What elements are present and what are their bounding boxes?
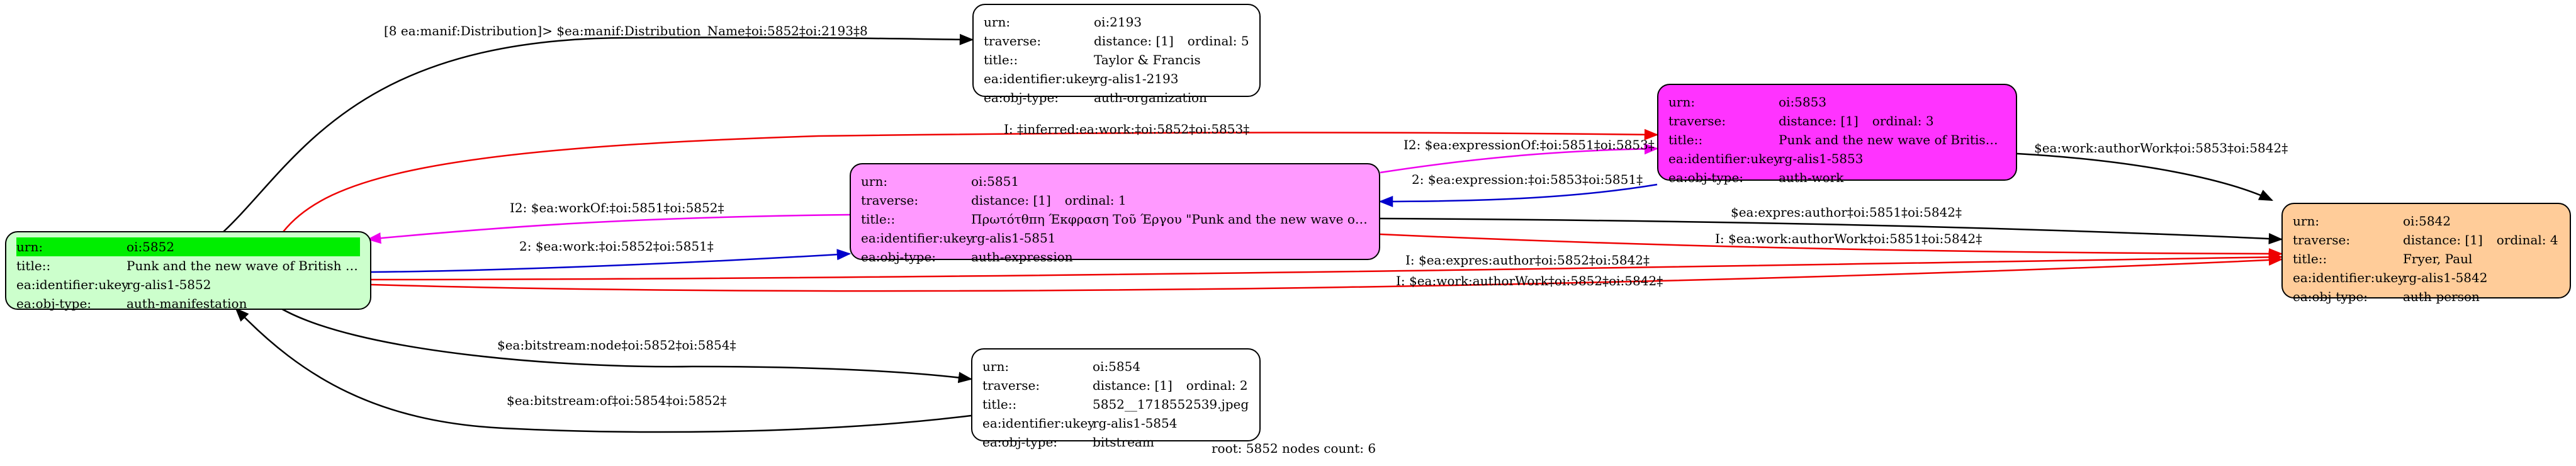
- edge-label-e8: $ea:expres:author‡oi:5851‡oi:5842‡: [1731, 205, 1962, 220]
- traverse-row: traverse:distance: [1]ordinal: 1: [861, 193, 1127, 208]
- edge-e4: [1378, 183, 1658, 207]
- type-row: ea:obj-type:auth-organization: [984, 90, 1207, 105]
- edge-label-e4: 2: $ea:expression:‡oi:5853‡oi:5851‡: [1412, 172, 1643, 187]
- edge-e2: [283, 128, 1659, 232]
- urn-row: urn:oi:2193: [984, 14, 1142, 30]
- edge-e8: [1380, 217, 2283, 245]
- node-oi-5854[interactable]: urn:oi:5854 traverse:distance: [1]ordina…: [971, 348, 1261, 450]
- title-row: title::Punk and the new wave of British …: [1668, 132, 2006, 147]
- type-row: ea:obj-type:bitstream: [982, 435, 1154, 450]
- edge-label-e1: [8 ea:manif:Distribution]> $ea:manif:Dis…: [384, 23, 868, 38]
- node-oi-5853[interactable]: urn:oi:5853 traverse:distance: [1]ordina…: [1657, 84, 2017, 185]
- edge-e3: [1380, 143, 1659, 174]
- title-row: title::5852__1718552539.jpeg: [982, 397, 1249, 412]
- graph-footer: root: 5852 nodes count: 6: [1212, 441, 1376, 456]
- node-oi-5851[interactable]: urn:oi:5851 traverse:distance: [1]ordina…: [850, 163, 1380, 264]
- type-row: ea:obj-type:auth-work: [1668, 170, 1844, 185]
- edge-e6: [366, 213, 850, 244]
- edge-e12: [276, 305, 973, 384]
- node-oi-5842[interactable]: urn:oi:5842 traverse:distance: [1]ordina…: [2281, 203, 2571, 304]
- title-row: title::Fryer, Paul: [2293, 251, 2473, 266]
- edge-label-e13: $ea:bitstream:of‡oi:5854‡oi:5852‡: [507, 393, 726, 408]
- urn-row: urn:oi:5852: [16, 237, 360, 256]
- type-row: ea:obj-type:auth-person: [2293, 289, 2480, 304]
- edge-label-e12: $ea:bitstream:node‡oi:5852‡oi:5854‡: [497, 338, 736, 353]
- edge-label-e5: $ea:work:authorWork‡oi:5853‡oi:5842‡: [2034, 140, 2288, 156]
- urn-row: urn:oi:5854: [982, 359, 1141, 374]
- edge-label-e3: I2: $ea:expressionOf:‡oi:5851‡oi:5853‡: [1403, 137, 1655, 152]
- edge-e1: [223, 33, 974, 232]
- traverse-row: traverse:distance: [1]ordinal: 4: [2293, 232, 2558, 247]
- edge-label-e10: I: $ea:expres:author‡oi:5852‡oi:5842‡: [1405, 253, 1650, 268]
- edge-label-e11: I: $ea:work:authorWork‡oi:5852‡oi:5842‡: [1396, 273, 1663, 288]
- urn-row: urn:oi:5851: [861, 174, 1020, 189]
- edge-label-e7: 2: $ea:work:‡oi:5852‡oi:5851‡: [519, 239, 714, 254]
- edge-e10: [371, 251, 2283, 281]
- edge-label-e2: I: ‡inferred:ea:work:‡oi:5852‡oi:5853‡: [1004, 122, 1249, 137]
- type-row: ea:obj-type:auth-manifestation: [16, 296, 247, 311]
- traverse-row: traverse:distance: [1]ordinal: 5: [984, 33, 1249, 48]
- edge-e5: [2016, 152, 2274, 202]
- edge-e7: [371, 249, 852, 273]
- traverse-row: traverse:distance: [1]ordinal: 3: [1668, 113, 1934, 128]
- urn-row: urn:oi:5853: [1668, 94, 1827, 110]
- edge-e11: [371, 254, 2283, 292]
- edge-label-e9: I: $ea:work:authorWork‡oi:5851‡oi:5842‡: [1715, 231, 1982, 246]
- edge-e13: [235, 307, 972, 433]
- node-oi-5852[interactable]: urn:oi:5852 title::Punk and the new wave…: [5, 231, 371, 311]
- traverse-row: traverse:distance: [1]ordinal: 2: [982, 378, 1248, 393]
- type-row: ea:obj-type:auth-expression: [861, 249, 1073, 264]
- edge-e9: [1380, 233, 2283, 259]
- urn-row: urn:oi:5842: [2293, 213, 2451, 229]
- title-row: title::Πρωτότθπη Έκφραση Τοῦ Έργου "Punk…: [861, 212, 1369, 227]
- node-oi-2193[interactable]: urn:oi:2193 traverse:distance: [1]ordina…: [972, 4, 1261, 105]
- title-row: title::Punk and the new wave of British …: [16, 258, 360, 273]
- title-row: title::Taylor & Francis: [984, 52, 1201, 67]
- edge-label-e6: I2: $ea:workOf:‡oi:5851‡oi:5852‡: [510, 200, 724, 215]
